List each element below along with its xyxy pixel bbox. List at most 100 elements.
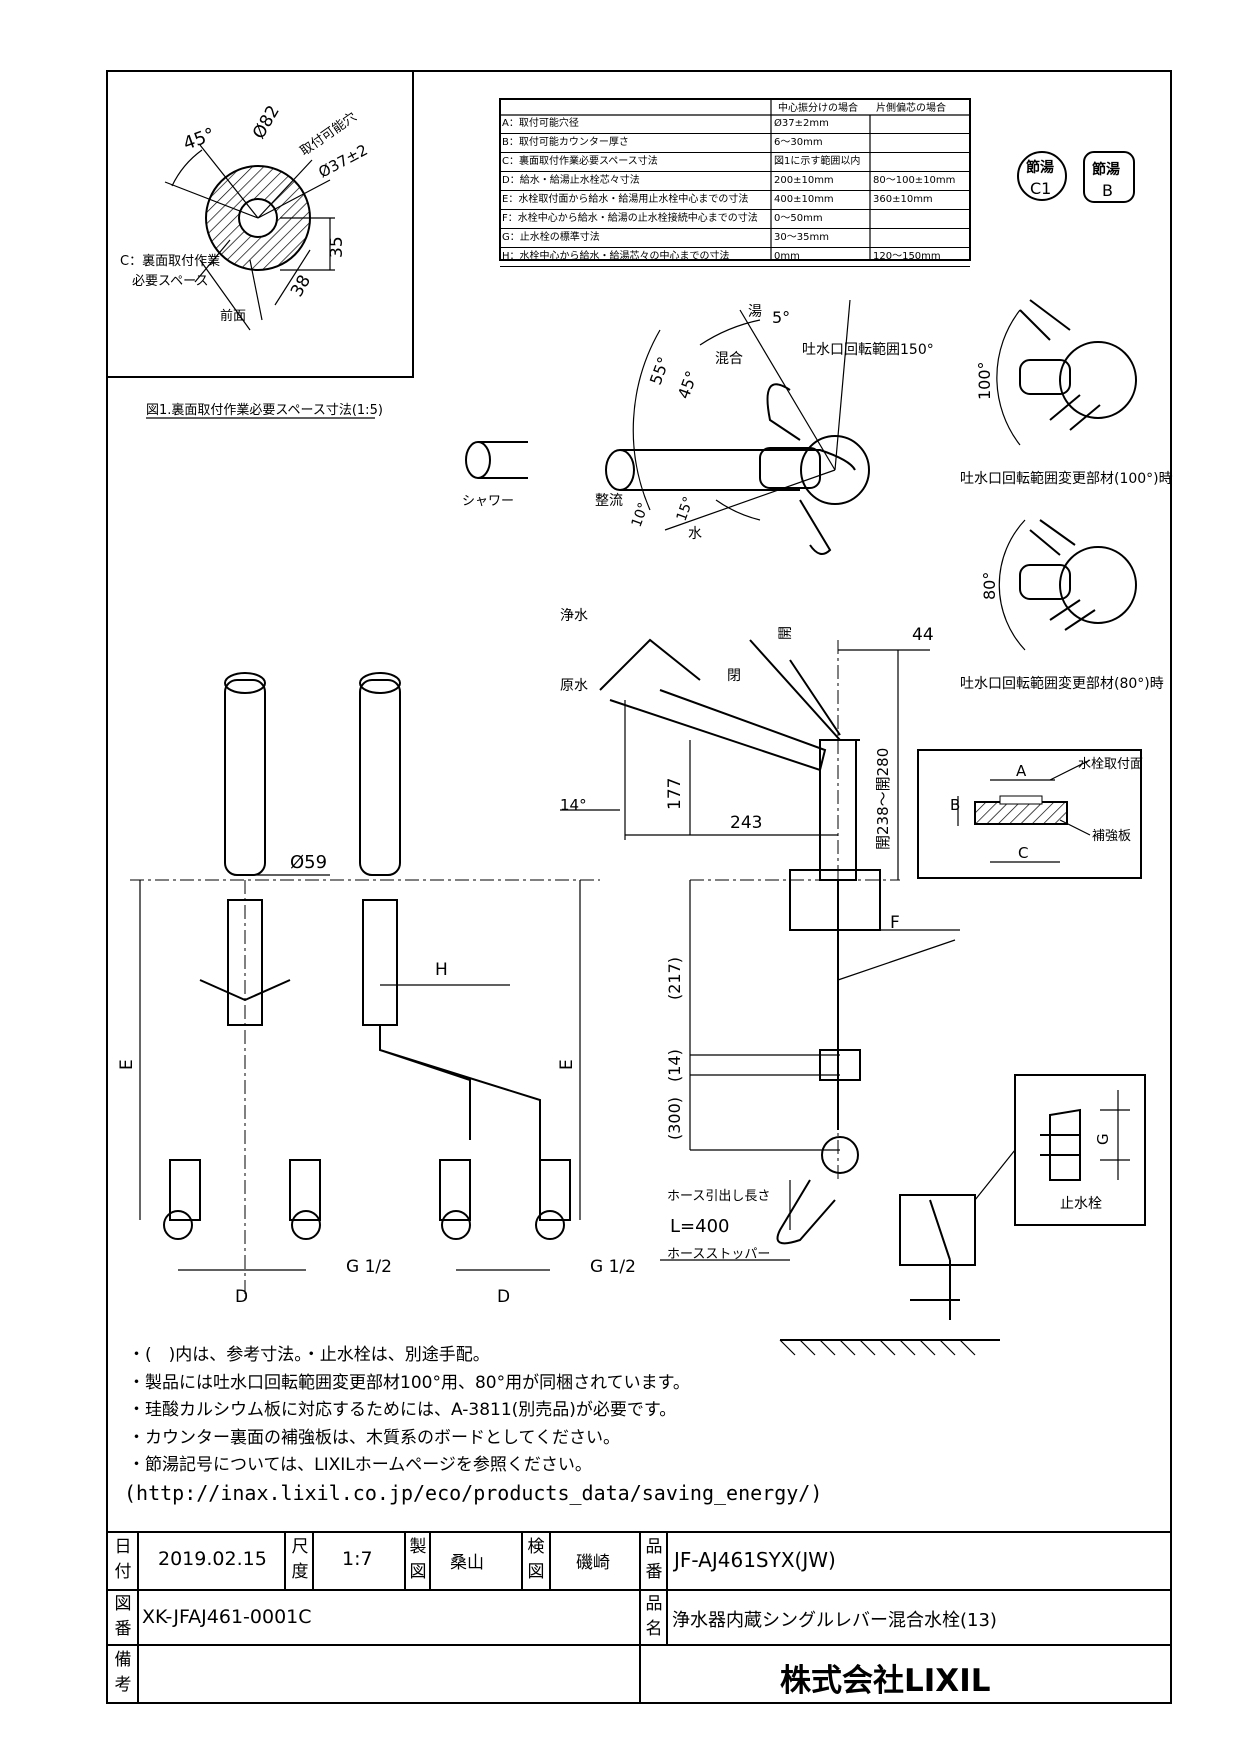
counter-detail [917, 749, 1142, 879]
spec-row-center: 200±10mm [774, 175, 834, 186]
spec-row-label: G：止水栓の標準寸法 [502, 232, 600, 243]
side-hose-val: L=400 [670, 1216, 729, 1237]
front-E-right: E [557, 1059, 577, 1070]
side-open: 開 [778, 626, 794, 640]
side-d300: (300) [665, 1097, 684, 1140]
spec-row: G：止水栓の標準寸法 30～35mm [500, 229, 970, 248]
shower-head-icon [465, 441, 528, 479]
notes-block: ・( )内は、参考寸法。・止水栓は、別途手配。 ・製品には吐水口回転範囲変更部材… [124, 1342, 1028, 1507]
spec-row-center: 30～35mm [774, 232, 829, 243]
side-close: 閉 [727, 668, 741, 684]
side-pure: 浄水 [560, 608, 588, 624]
fig1-dim38: 38 [287, 272, 315, 301]
note-url: (http://inax.lixil.co.jp/eco/products_da… [124, 1480, 823, 1505]
spec-row-center: Ø37±2mm [774, 118, 829, 129]
spec-row-offset [870, 153, 970, 171]
spout-hot: 湯 [748, 303, 762, 320]
spout-rotation: 吐水口回転範囲150° [802, 341, 934, 358]
counter-B: B [950, 796, 960, 814]
counter-plate: 補強板 [1092, 829, 1131, 844]
side-d44: 44 [912, 625, 934, 645]
side-range: 開238～開280 [874, 748, 892, 850]
spec-row-label: C：裏面取付作業必要スペース寸法 [502, 156, 658, 167]
fig1-angle: 45° [181, 124, 218, 155]
note-item: ・製品には吐水口回転範囲変更部材100°用、80°用が同梱されています。 [128, 1372, 690, 1393]
counter-C: C [1018, 844, 1028, 862]
badge-c1-top: 節湯 [1026, 159, 1054, 176]
badge-b-bottom: B [1102, 181, 1113, 200]
title-block [107, 1531, 1171, 1703]
spec-row-offset [870, 210, 970, 228]
spout-top-view [605, 299, 870, 555]
counter-mount: 水栓取付面 [1078, 757, 1143, 772]
fig1-box [106, 70, 414, 378]
spec-row-offset [870, 115, 970, 133]
fig1-front: 前面 [220, 308, 246, 324]
front-g12-right: G 1/2 [590, 1257, 636, 1277]
fig1-c-label-2: 必要スペース [132, 274, 208, 289]
spec-row-label: B：取付可能カウンター厚さ [502, 137, 629, 148]
spec-row-offset [870, 229, 970, 247]
valve-G: G [1094, 1133, 1112, 1145]
sessu-c1-badge [1017, 151, 1067, 201]
spec-row-label: A：取付可能穴径 [502, 118, 579, 129]
spout-hot-angle: 5° [772, 308, 790, 327]
spec-row: B：取付可能カウンター厚さ 6～30mm [500, 134, 970, 153]
fig1-d82: Ø82 [249, 102, 284, 142]
spec-row-offset: 120～150mm [873, 251, 941, 262]
spec-row: C：裏面取付作業必要スペース寸法 図1に示す範囲以内 [500, 153, 970, 172]
spec-row-center: 図1に示す範囲以内 [774, 156, 861, 167]
spec-row-label: F：水栓中心から給水・給湯の止水栓接続中心までの寸法 [502, 213, 758, 224]
side-d243: 243 [730, 813, 762, 833]
sessu-b-badge [1083, 151, 1135, 203]
front-d59: Ø59 [290, 852, 327, 873]
front-D-right: D [497, 1287, 510, 1307]
shower-label: シャワー [462, 494, 514, 509]
badge-c1-bottom: C1 [1030, 179, 1051, 198]
front-view-right [240, 672, 581, 1271]
spec-row: E：水栓取付面から給水・給湯用止水栓中心までの寸法 400±10mm 360±10m… [500, 191, 970, 210]
spout-angle10: 10° [629, 501, 653, 530]
counter-A: A [1016, 762, 1027, 780]
fig1-c-label-1: C：裏面取付作業 [120, 253, 220, 269]
side-d217: (217) [665, 957, 684, 1000]
spec-row: A：取付可能穴径 Ø37±2mm [500, 115, 970, 134]
spec-row-label: D：給水・給湯止水栓芯々寸法 [502, 175, 640, 186]
side-d14: (14) [665, 1049, 684, 1082]
spec-row-label: E：水栓取付面から給水・給湯用止水栓中心までの寸法 [502, 194, 749, 205]
front-view-left [130, 672, 600, 1300]
rot-deg100: 100° [975, 361, 994, 400]
rot-deg80: 80° [980, 572, 999, 600]
spec-row-center: 6～30mm [774, 137, 823, 148]
spout-cold: 水 [688, 526, 702, 542]
valve-label: 止水栓 [1060, 1196, 1102, 1212]
front-E-left: E [117, 1059, 137, 1070]
note-item: ・節湯記号については、LIXILホームページを参照ください。 [128, 1455, 592, 1475]
spec-row-offset [870, 134, 970, 152]
spec-row-label: H：水栓中心から給水・給湯芯々の中心までの寸法 [502, 251, 730, 262]
note-item: ・( )内は、参考寸法。・止水栓は、別途手配。 [128, 1345, 490, 1365]
rot-label80: 吐水口回転範囲変更部材(80°)時 [960, 675, 1164, 692]
front-H: H [435, 960, 448, 980]
rot-label100: 吐水口回転範囲変更部材(100°)時 [960, 470, 1173, 487]
spout-mix-angle: 45° [674, 368, 702, 401]
front-D-left: D [235, 1287, 248, 1307]
spout-mix: 混合 [715, 351, 743, 367]
spec-table [499, 98, 971, 261]
rotation-part-80-diagram [998, 519, 1137, 651]
spec-row-center: 400±10mm [774, 194, 834, 205]
fig1-diagram [164, 144, 335, 331]
side-hose-len: ホース引出し長さ [667, 1189, 770, 1204]
side-deg14: 14° [560, 796, 587, 814]
faucet-side-view [560, 638, 960, 1261]
note-item: ・珪酸カルシウム板に対応するためには、A-3811(別売品)が必要です。 [128, 1400, 677, 1420]
side-F: F [890, 913, 900, 933]
spec-row: H：水栓中心から給水・給湯芯々の中心までの寸法 0mm 120～150mm [500, 248, 970, 267]
straight-label: 整流 [595, 493, 623, 509]
spec-row-offset: 360±10mm [873, 194, 933, 205]
spec-row-center: 0mm [774, 251, 800, 262]
note-item: ・カウンター裏面の補強板は、木質系のボードとしてください。 [128, 1427, 620, 1448]
